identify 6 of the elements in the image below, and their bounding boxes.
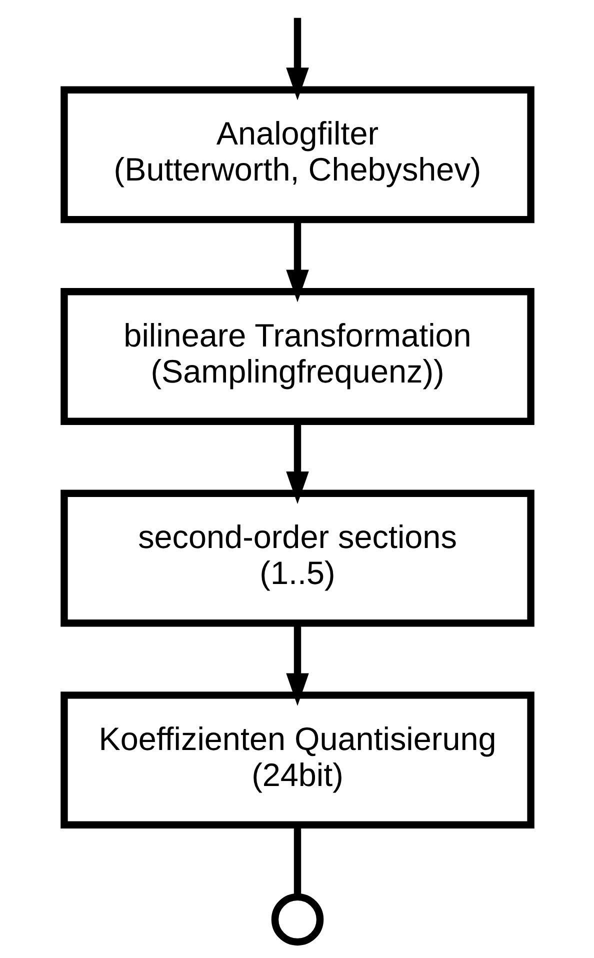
node-box: bilineare Transformation (Samplingfrequenz)) — [60, 288, 534, 425]
node-circle — [270, 893, 324, 946]
node-box: Koeffizienten Quantisierung (24bit) — [60, 692, 534, 828]
node-box: second-order sections (1..5) — [60, 490, 534, 627]
arrow — [286, 18, 308, 100]
node-box: Analogfilter (Butterworth, Chebyshev) — [60, 86, 534, 224]
